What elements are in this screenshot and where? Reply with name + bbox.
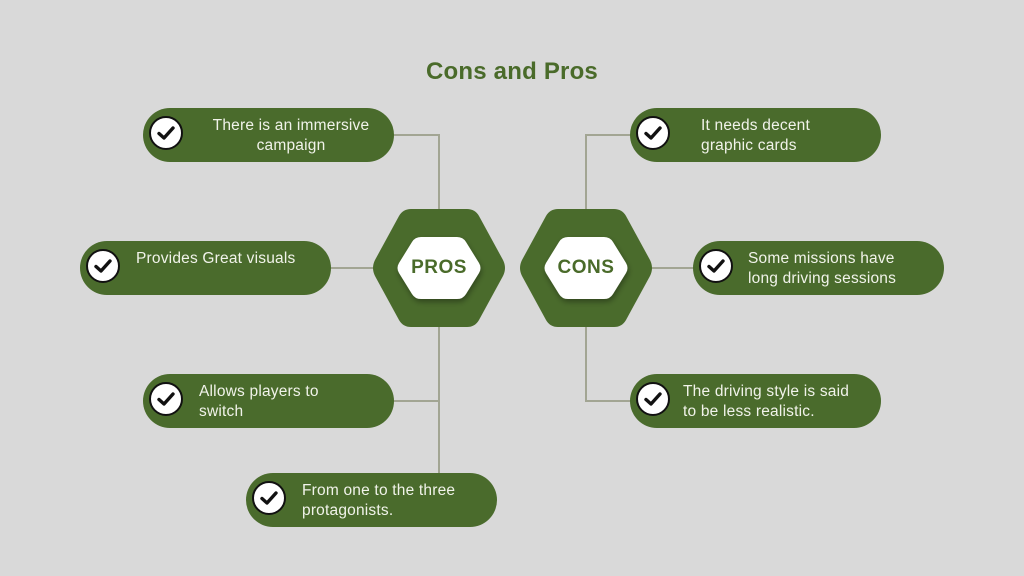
- connector-pros-left-h: [330, 267, 374, 269]
- pros-item-text: From one to the three protagonists.: [302, 482, 456, 519]
- cons-hexagon: CONS: [518, 207, 654, 329]
- connector-pros-top-v: [438, 134, 440, 210]
- check-circle-icon: [699, 249, 733, 283]
- pros-item-text: There is an immersive campaign: [212, 117, 370, 154]
- check-circle-icon: [636, 116, 670, 150]
- cons-item-text: The driving style is said to be less rea…: [683, 383, 850, 420]
- cons-item-2: Some missions have long driving sessions: [693, 241, 944, 295]
- check-circle-icon: [86, 249, 120, 283]
- pros-item-text: Provides Great visuals: [136, 250, 296, 267]
- cons-item-1: It needs decent graphic cards: [630, 108, 881, 162]
- cons-item-text: Some missions have long driving sessions: [748, 250, 897, 287]
- pros-item-4: From one to the three protagonists.: [246, 473, 497, 527]
- cons-label: CONS: [557, 257, 615, 278]
- pros-item-2: Provides Great visuals: [80, 241, 331, 295]
- connector-cons-right-h: [650, 267, 694, 269]
- check-circle-icon: [149, 116, 183, 150]
- connector-pros-top-h: [393, 134, 439, 136]
- connector-cons-bottom-h: [585, 400, 631, 402]
- connector-cons-top-v: [585, 134, 587, 210]
- check-circle-icon: [252, 481, 286, 515]
- connector-cons-top-h: [585, 134, 631, 136]
- check-circle-icon: [636, 382, 670, 416]
- connector-pros-switch-h: [393, 400, 439, 402]
- cons-item-text: It needs decent graphic cards: [701, 117, 810, 154]
- cons-item-3: The driving style is said to be less rea…: [630, 374, 881, 428]
- pros-label: PROS: [411, 257, 467, 278]
- connector-cons-bottom-v: [585, 326, 587, 402]
- diagram-title: Cons and Pros: [426, 58, 598, 85]
- pros-item-3: Allows players to switch: [143, 374, 394, 428]
- pros-hexagon: PROS: [371, 207, 507, 329]
- pros-item-text: Allows players to switch: [199, 383, 319, 420]
- pros-item-1: There is an immersive campaign: [143, 108, 394, 162]
- check-circle-icon: [149, 382, 183, 416]
